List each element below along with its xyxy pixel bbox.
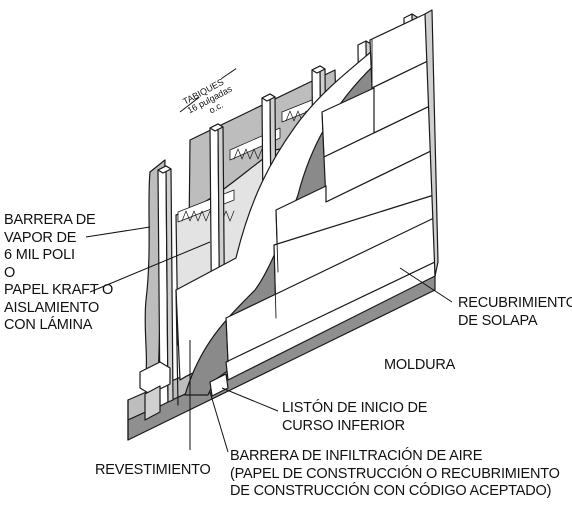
corner-trim bbox=[424, 9, 439, 277]
air-barrier-label: BARRERA DE INFILTRACIÓN DE AIRE (PAPEL D… bbox=[230, 448, 560, 501]
vapor-barrier-label: BARRERA DE VAPOR DE 6 MIL POLI O PAPEL K… bbox=[4, 212, 113, 335]
siding-line-2: DE SOLAPA bbox=[458, 312, 538, 329]
starter-strip bbox=[209, 373, 229, 397]
starter-strip-label: LISTÓN DE INICIO DE CURSO INFERIOR bbox=[282, 400, 427, 435]
vapor-line-1: BARRERA DE bbox=[4, 212, 96, 228]
vapor-line-3: 6 MIL POLI bbox=[4, 247, 75, 263]
barrier-line-2: (PAPEL DE CONSTRUCCIÓN O RECUBRIMIENTO bbox=[230, 465, 560, 482]
leader-lines bbox=[85, 226, 453, 453]
starter-line-1: LISTÓN DE INICIO DE bbox=[282, 400, 428, 416]
vapor-line-5: PAPEL KRAFT O bbox=[4, 282, 114, 298]
lap-siding bbox=[225, 13, 436, 381]
starter-line-2: CURSO INFERIOR bbox=[282, 417, 405, 434]
siding-line-1: RECUBRIMIENTO bbox=[458, 295, 572, 311]
vapor-line-6: AISLAMIENTO bbox=[4, 299, 100, 316]
vapor-line-7: CON LÁMINA bbox=[4, 317, 93, 333]
lap-siding-label: RECUBRIMIENTO DE SOLAPA bbox=[458, 295, 572, 330]
vapor-line-4: O bbox=[4, 264, 16, 281]
sheathing-label: REVESTIMIENTO bbox=[95, 462, 211, 478]
barrier-line-1: BARRERA DE INFILTRACIÓN DE AIRE bbox=[230, 448, 483, 464]
barrier-line-3: DE CONSTRUCCIÓN CON CÓDIGO ACEPTADO) bbox=[230, 483, 552, 499]
vapor-line-2: VAPOR DE bbox=[4, 229, 77, 246]
trim-label: MOLDURA bbox=[384, 357, 456, 373]
corner-block bbox=[139, 361, 171, 395]
